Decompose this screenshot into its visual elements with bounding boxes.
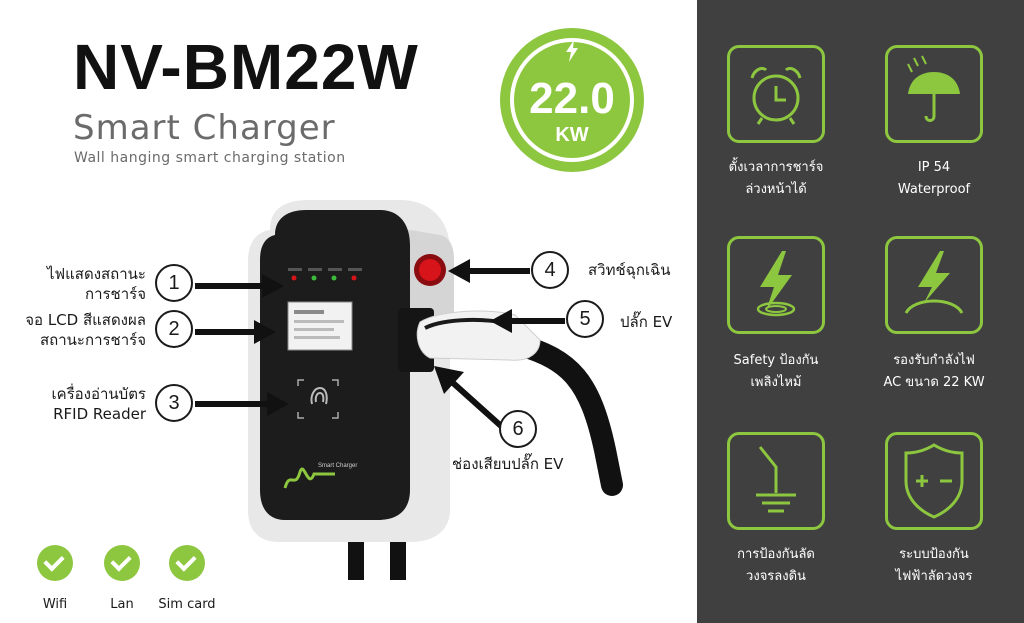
feature-box-schedule — [727, 45, 825, 143]
umbrella-rain-icon — [907, 55, 960, 122]
arrowhead-4 — [448, 259, 470, 283]
callout-number-5: 5 — [566, 300, 604, 338]
alarm-clock-icon — [750, 66, 802, 125]
arrowhead-3 — [267, 392, 289, 416]
lightning-shield-icon — [756, 251, 796, 317]
callout-label-4: สวิทช์ฉุกเฉิน — [588, 261, 671, 279]
callout-number-1: 1 — [155, 264, 193, 302]
callout-label-6: ช่องเสียบปลั๊ก EV — [452, 455, 564, 473]
callout-number-4: 4 — [531, 251, 569, 289]
callout-label-2: จอ LCD สีแสดงผล สถานะการชาร์จ — [25, 311, 146, 349]
feature-label-waterproof: IP 54 Waterproof — [897, 160, 971, 197]
device-brand-text: Smart Charger — [318, 463, 358, 469]
feature-label-power: รองรับกำลังไฟ AC ขนาด 22 KW — [883, 353, 985, 390]
feature-box-waterproof — [885, 45, 983, 143]
feature-label-schedule: ตั้งเวลาการชาร์จ ล่วงหน้าได้ — [728, 160, 824, 197]
shield-plus-minus-icon — [904, 443, 964, 519]
callout-label-5: ปลั๊ก EV — [620, 313, 673, 331]
arrow-1 — [195, 283, 265, 289]
model-title: NV-BM22W — [73, 31, 419, 103]
power-badge: 22.0 KW — [500, 28, 644, 172]
arrow-4 — [468, 268, 530, 274]
power-value: 22.0 — [529, 74, 615, 123]
feature-box-power — [885, 236, 983, 334]
feature-box-ground — [727, 432, 825, 530]
callout-number-2: 2 — [155, 310, 193, 348]
arrow-2 — [195, 329, 257, 335]
feature-label-shortcircuit: ระบบป้องกัน ไฟฟ้าลัดวงจร — [895, 547, 973, 584]
product-subtitle: Smart Charger — [73, 108, 336, 148]
arrow-3 — [195, 401, 270, 407]
product-tagline: Wall hanging smart charging station — [74, 150, 346, 166]
connectivity-lan: Lan — [92, 545, 152, 612]
connectivity-label: Sim card — [158, 597, 216, 612]
check-circle-icon — [169, 545, 205, 581]
check-circle-icon — [37, 545, 73, 581]
lightning-bolt-icon — [500, 40, 644, 68]
callout-label-3: เครื่องอ่านบัตร RFID Reader — [51, 385, 146, 423]
lightning-dome-icon — [904, 251, 964, 314]
callout-label-1: ไฟแสดงสถานะ การชาร์จ — [46, 265, 146, 303]
connectivity-sim-card: Sim card — [157, 545, 217, 612]
arrowhead-5 — [490, 309, 512, 333]
connectivity-label: Wifi — [42, 597, 68, 612]
features-panel: ตั้งเวลาการชาร์จ ล่วงหน้าได้ IP 54 Water… — [697, 0, 1024, 623]
feature-label-ground: การป้องกันลัด วงจรลงดิน — [737, 547, 815, 584]
check-circle-icon — [104, 545, 140, 581]
connectivity-label: Lan — [110, 597, 134, 612]
ground-icon — [756, 446, 796, 513]
callout-number-3: 3 — [155, 384, 193, 422]
arrowhead-2 — [254, 320, 276, 344]
feature-label-safety: Safety ป้องกัน เพลิงไหม้ — [733, 353, 819, 390]
badge-ring — [510, 38, 634, 162]
power-unit: KW — [555, 124, 589, 146]
feature-box-safety — [727, 236, 825, 334]
arrowhead-1 — [262, 274, 284, 298]
feature-box-shortcircuit — [885, 432, 983, 530]
callout-number-6: 6 — [499, 410, 537, 448]
arrow-5 — [510, 318, 565, 324]
connectivity-wifi: Wifi — [25, 545, 85, 612]
